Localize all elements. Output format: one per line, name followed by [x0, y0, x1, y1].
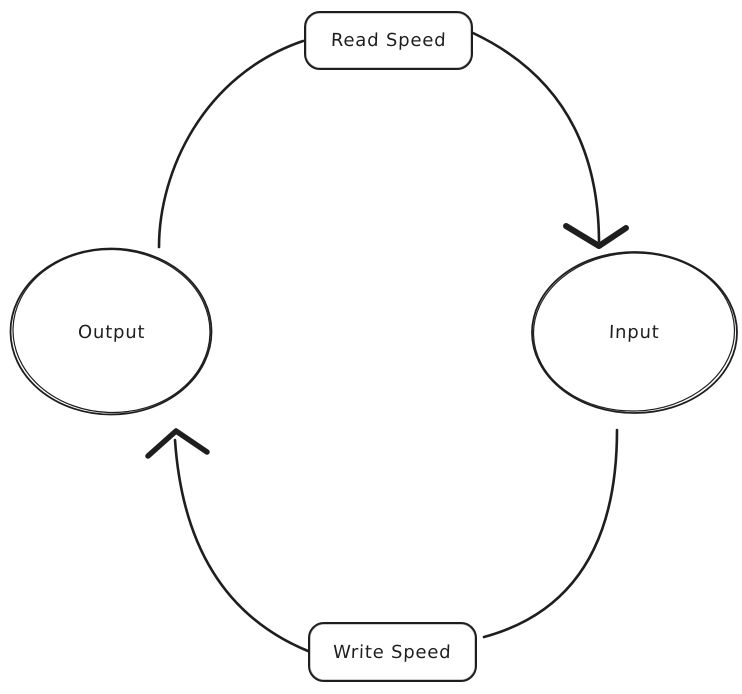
- node-read-speed-label: Read Speed: [330, 30, 447, 51]
- input-node-shape[interactable]: [531, 250, 738, 414]
- output-node-shape[interactable]: [9, 247, 213, 416]
- edge-read-speed-to-input[interactable]: [471, 31, 601, 243]
- arrowhead-into-input-icon: [563, 223, 629, 249]
- edge-input-to-write-speed[interactable]: [482, 428, 619, 639]
- edge-write-speed-to-output[interactable]: [173, 438, 310, 653]
- arrowhead-into-output-icon: [145, 428, 210, 459]
- node-read-speed[interactable]: Read Speed: [304, 11, 473, 70]
- node-write-speed[interactable]: Write Speed: [308, 622, 477, 682]
- node-write-speed-label: Write Speed: [332, 641, 453, 663]
- edge-output-to-read-speed[interactable]: [157, 39, 305, 249]
